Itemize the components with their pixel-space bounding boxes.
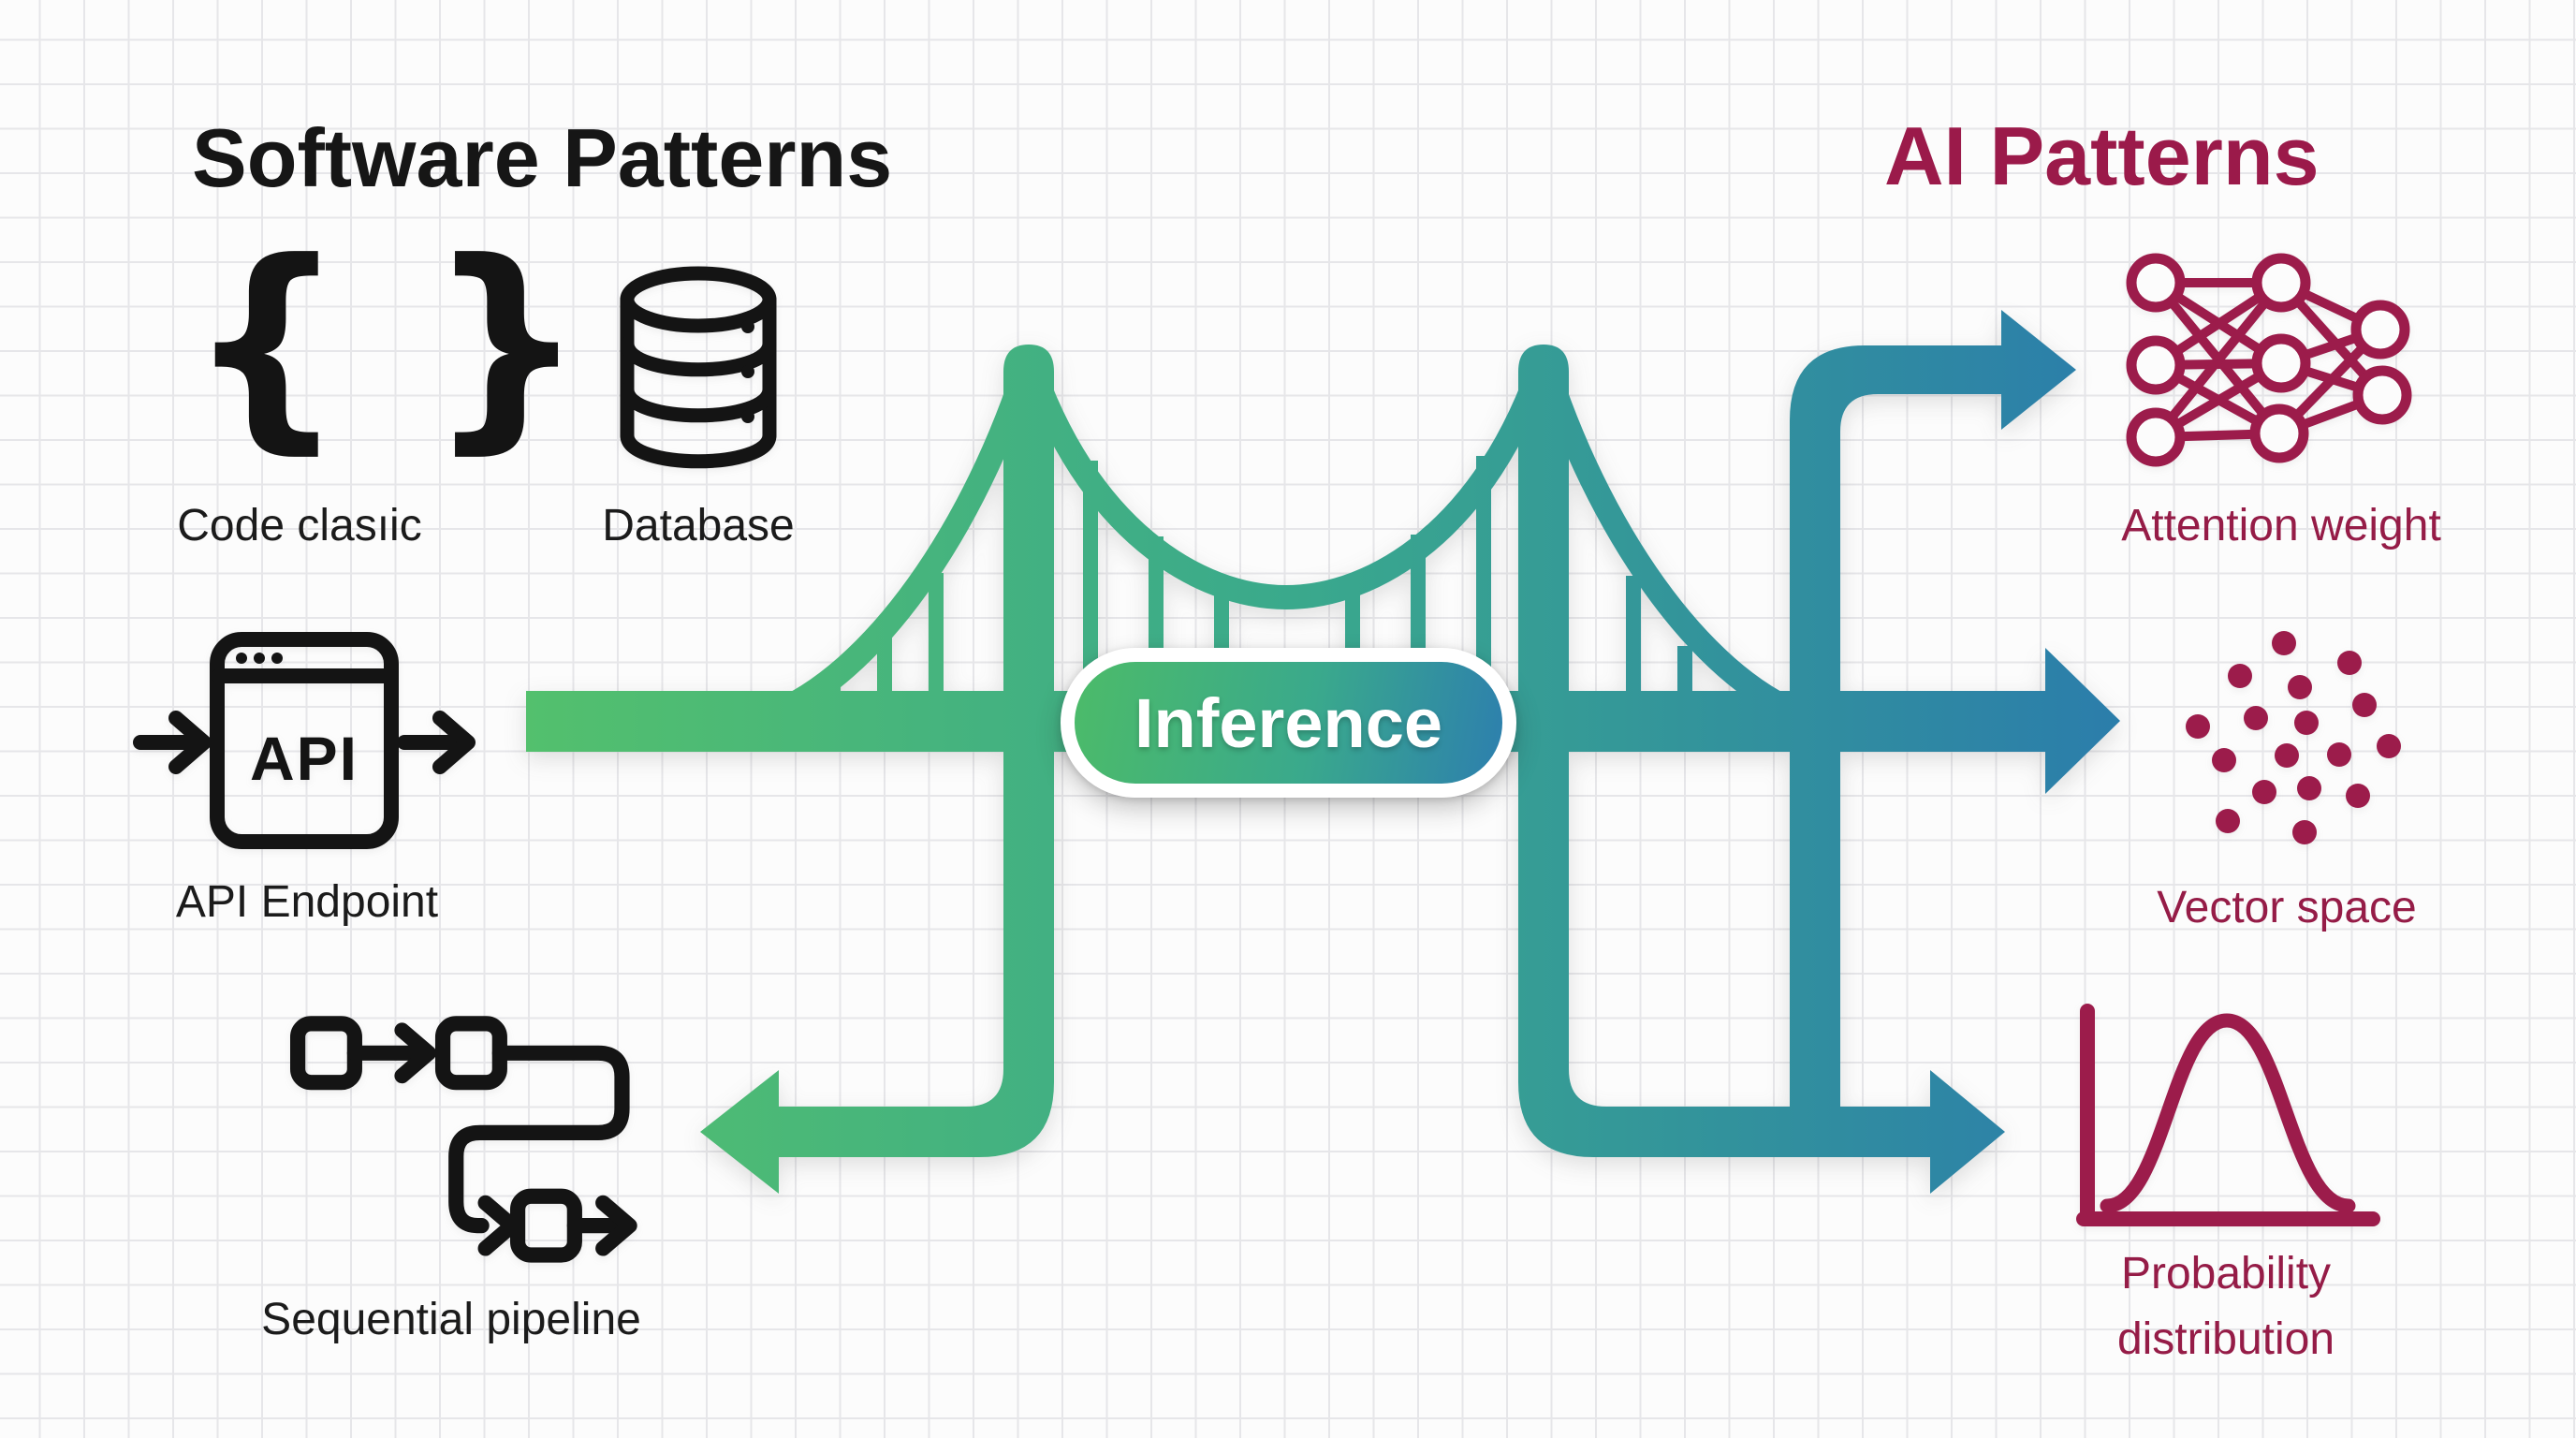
- database-icon: [620, 266, 777, 469]
- database-label: Database: [602, 501, 795, 550]
- tower1-arrow-left: [700, 345, 1054, 1194]
- ai-patterns-title: AI Patterns: [1884, 110, 2320, 202]
- api-browser-icon: API: [133, 632, 476, 849]
- riser-arrow-right-top: [1790, 310, 2076, 1157]
- software-patterns-title: Software Patterns: [192, 111, 893, 204]
- vector-space-label: Vector space: [2157, 883, 2417, 932]
- code-classic-label: Code clasıic: [177, 501, 422, 550]
- vector-scatter-icon: [2186, 631, 2401, 844]
- inference-badge: Inference: [1061, 648, 1516, 798]
- inference-label: Inference: [1134, 683, 1443, 762]
- probability-distribution-label: Probability distribution: [2116, 1249, 2335, 1364]
- sequential-pipeline-icon: [290, 1016, 637, 1263]
- api-endpoint-label: API Endpoint: [175, 877, 439, 927]
- neural-network-icon: [2126, 253, 2412, 467]
- bridge-hangers: [826, 456, 1692, 693]
- sequential-pipeline-label: Sequential pipeline: [261, 1295, 641, 1344]
- curly-braces-icon: { }: [187, 214, 588, 474]
- bell-curve-icon: [2076, 1004, 2380, 1226]
- attention-weight-label: Attention weight: [2121, 501, 2441, 550]
- tower2-arrow-right-bottom: [1518, 345, 2005, 1194]
- api-icon-text: API: [250, 724, 359, 793]
